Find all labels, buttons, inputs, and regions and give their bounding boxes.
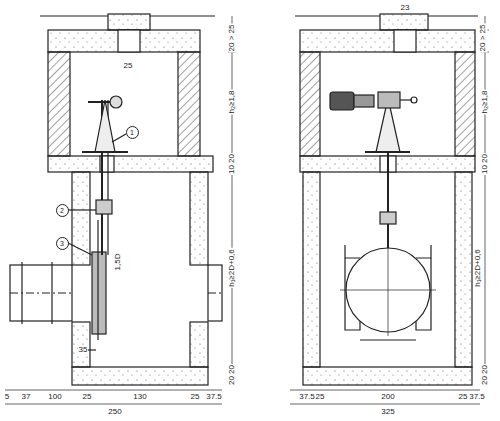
dimension-label: 100 bbox=[47, 393, 62, 401]
dimension-label: 10 20 bbox=[481, 153, 489, 175]
dimension-label: 5 bbox=[4, 393, 10, 401]
dimension-label: 130 bbox=[132, 393, 147, 401]
dimension-label: 37.5 bbox=[298, 393, 316, 401]
callout-number: 3 bbox=[56, 237, 69, 250]
dimension-label: 25 bbox=[123, 62, 134, 70]
dimension-label: 250 bbox=[107, 408, 122, 416]
dimension-label: 25 bbox=[190, 393, 201, 401]
callout-number: 1 bbox=[126, 126, 139, 139]
dimension-label: 325 bbox=[380, 408, 395, 416]
dimension-label: 23 bbox=[400, 4, 411, 12]
dimension-label: 37 bbox=[21, 393, 32, 401]
dimension-label: 37.5 bbox=[468, 393, 486, 401]
dimension-label: 20 > 25 bbox=[480, 24, 488, 53]
dimension-label: 35 bbox=[78, 346, 89, 354]
callout-number: 2 bbox=[56, 204, 69, 217]
dimension-label: h₁≥2D+0,6 bbox=[228, 248, 236, 288]
dimension-label: 200 bbox=[380, 393, 395, 401]
dimension-label: 10 20 bbox=[228, 153, 236, 175]
dimension-label: 1,5D bbox=[114, 253, 122, 272]
dimension-label: 25 bbox=[458, 393, 469, 401]
dimension-label: 25 bbox=[82, 393, 93, 401]
dimension-label: 37.5 bbox=[205, 393, 223, 401]
dimension-label: 20 > 25 bbox=[228, 24, 236, 53]
dimension-label: 20 20 bbox=[228, 364, 236, 386]
dimension-label: h₂≥1,8 bbox=[481, 89, 489, 114]
dimension-label: 20 20 bbox=[481, 364, 489, 386]
dimension-label: h₁≥2D+0,6 bbox=[474, 248, 482, 288]
dimension-label: h₂≥1,8 bbox=[228, 89, 236, 114]
dimension-label: 25 bbox=[315, 393, 326, 401]
